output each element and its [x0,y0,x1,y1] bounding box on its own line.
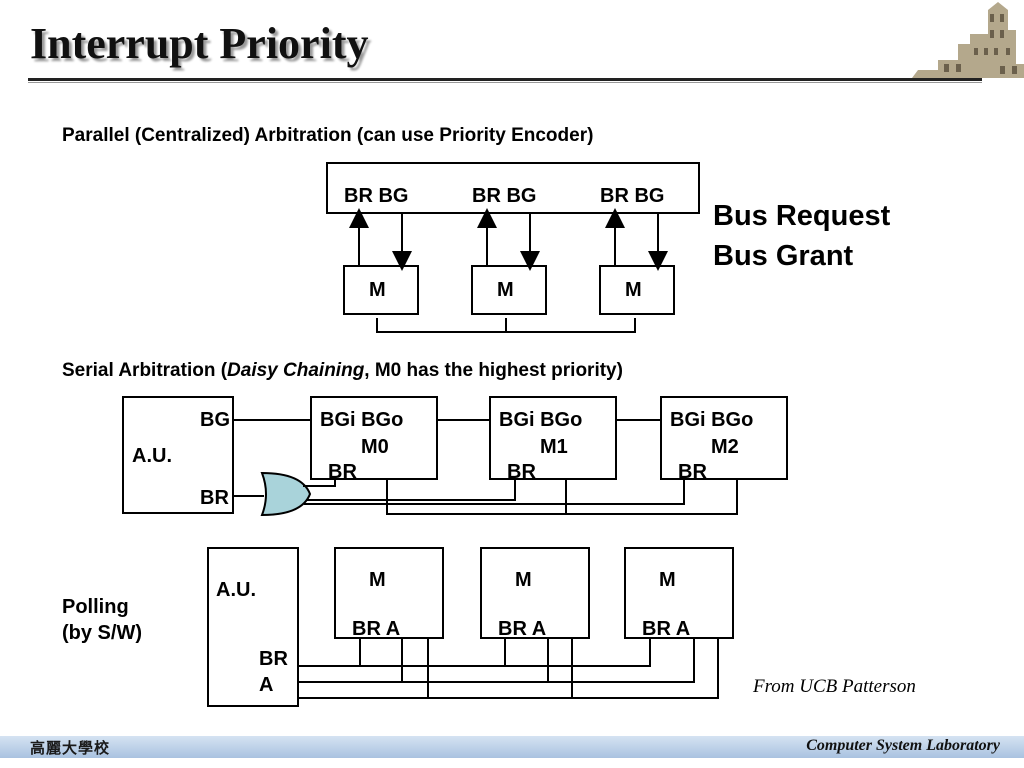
polling-module-ports: BR A [498,618,547,640]
parallel-module-box [471,265,547,315]
parallel-module-label: M [369,279,386,301]
serial-module-name: M2 [711,436,739,458]
polling-br-wire [298,638,651,667]
polling-au-label: A.U. [216,579,256,601]
serial-module-br: BR [328,461,357,483]
polling-module-box [334,547,444,639]
title-rule [28,78,982,81]
source-credit: From UCB Patterson [753,676,916,697]
polling-au-box [207,547,299,707]
serial-au-label: A.U. [132,445,172,467]
polling-label: Polling [62,596,129,618]
legend-bus-grant: Bus Grant [713,240,854,272]
footer-university-name: 高麗大學校 [30,741,111,757]
title-rule-shadow [28,82,982,83]
polling-sublabel: (by S/W) [62,622,142,644]
serial-module-br: BR [507,461,536,483]
bus-label: BR BG [600,185,665,207]
bus-label: BR BG [472,185,537,207]
serial-module-ports: BGi BGo [670,409,754,431]
parallel-module-label: M [497,279,514,301]
serial-module-box-m2 [660,396,788,480]
parallel-module-box [599,265,675,315]
serial-module-box-m1 [489,396,617,480]
serial-module-ports: BGi BGo [320,409,404,431]
serial-heading-prefix: Serial Arbitration ( [62,360,228,381]
polling-lower-bus [298,638,719,699]
serial-module-box-m0 [310,396,438,480]
bus-box [326,162,700,214]
legend-bus-request: Bus Request [713,200,891,232]
serial-au-box [122,396,234,514]
polling-module-name: M [515,569,532,591]
bus-label: BR BG [344,185,409,207]
polling-module-box [624,547,734,639]
parallel-heading: Parallel (Centralized) Arbitration (can … [62,125,594,146]
polling-address-wire [298,638,695,683]
serial-au-bg-label: BG [200,409,230,431]
serial-heading-italic: Daisy Chaining [227,360,365,381]
parallel-module-label: M [625,279,642,301]
serial-heading: Serial Arbitration (Daisy Chaining, M0 h… [62,360,623,382]
footer-bar [0,736,1024,758]
serial-module-br: BR [678,461,707,483]
page-title: Interrupt Priority [30,19,369,68]
serial-br-wire [304,479,685,505]
polling-au-br-label: BR [259,648,288,670]
serial-br-wire [306,479,516,501]
serial-module-name: M1 [540,436,568,458]
polling-au-a-label: A [259,674,274,696]
serial-module-ports: BGi BGo [499,409,583,431]
polling-module-box [480,547,590,639]
footer-lab-name: Computer System Laboratory [806,737,1000,754]
polling-module-ports: BR A [352,618,401,640]
parallel-shared-wire [376,318,636,333]
polling-module-name: M [369,569,386,591]
serial-lower-bus [386,479,738,515]
serial-heading-suffix: , M0 has the highest priority) [364,360,623,381]
polling-module-ports: BR A [642,618,691,640]
polling-module-name: M [659,569,676,591]
or-gate-icon [260,471,312,517]
parallel-module-box [343,265,419,315]
serial-br-wire [303,479,336,487]
serial-module-name: M0 [361,436,389,458]
serial-au-br-label: BR [200,487,229,509]
